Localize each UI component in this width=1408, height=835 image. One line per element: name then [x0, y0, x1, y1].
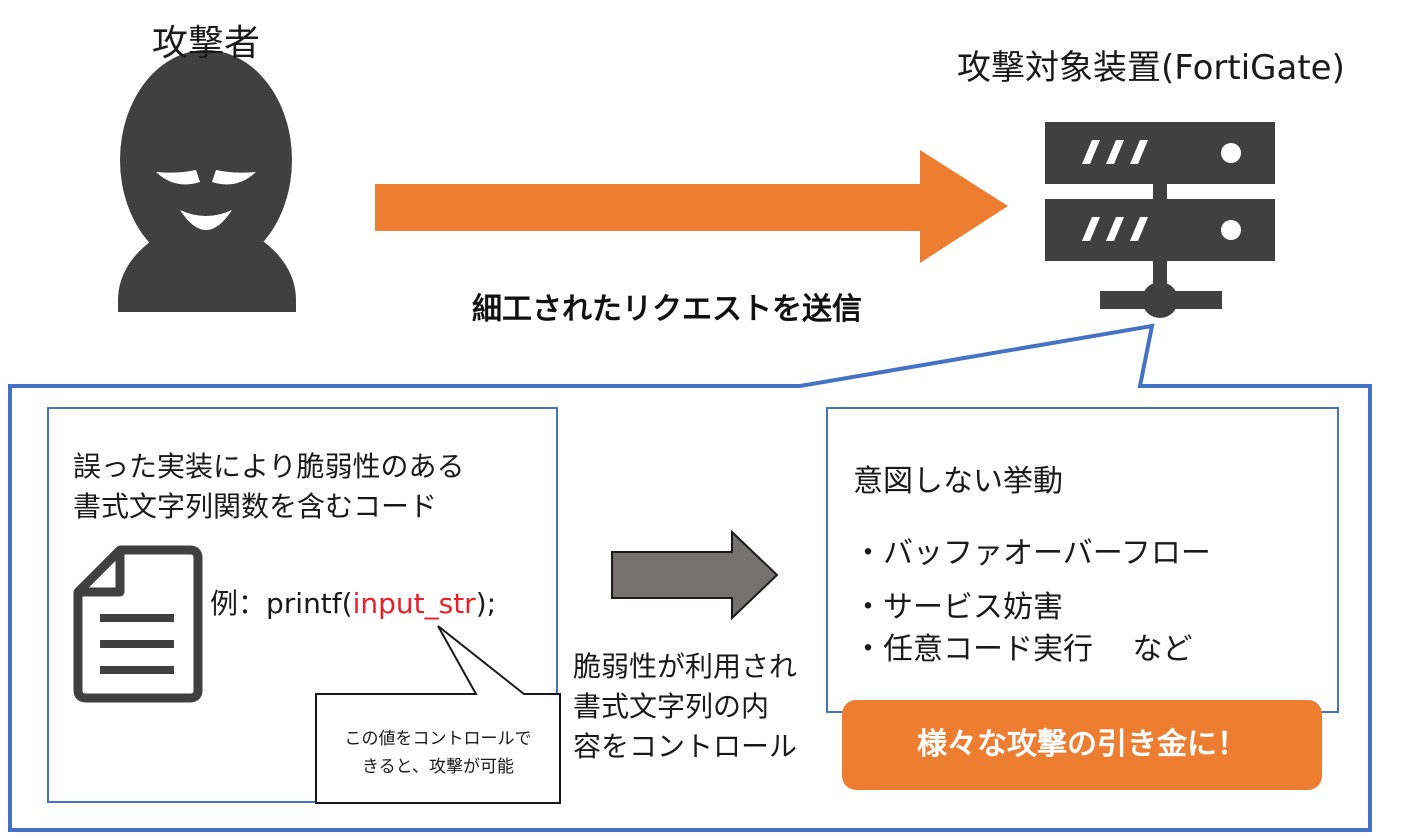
- request-label: 細工されたリクエストを送信: [472, 292, 862, 327]
- behavior-box: [826, 407, 1339, 713]
- server-top-slash-1: [1082, 140, 1100, 164]
- server-top-led: [1221, 143, 1241, 163]
- behavior-item: ・任意コード実行 など: [853, 632, 1193, 667]
- document-icon: [73, 545, 203, 703]
- attacker-label: 攻撃者: [152, 23, 261, 64]
- server-icon: [1045, 122, 1275, 318]
- trigger-label: 様々な攻撃の引き金に！: [917, 727, 1247, 762]
- target-label: 攻撃対象装置(FortiGate): [957, 48, 1345, 88]
- trigger-banner: [842, 700, 1322, 790]
- attacker-mouth: [180, 210, 232, 230]
- behavior-item: ・バッファオーバーフロー: [853, 536, 1211, 571]
- document-line-2: [100, 640, 174, 648]
- code-example: 例：printf(input_str);: [210, 582, 496, 622]
- code-description: 誤った実装により脆弱性のある 書式文字列関数を含むコード: [73, 450, 465, 523]
- request-arrow: [375, 150, 1008, 263]
- process-arrow: [611, 529, 779, 621]
- server-bottom-slash-2: [1106, 217, 1124, 241]
- masked-attacker-icon: [118, 50, 296, 312]
- document-line-3: [100, 666, 174, 674]
- callout-bubble: [315, 625, 561, 804]
- server-connector-1: [1153, 184, 1167, 199]
- attacker-right-eye: [212, 170, 256, 185]
- server-network-node: [1142, 282, 1178, 318]
- attacker-head: [120, 50, 292, 270]
- server-bottom-led: [1221, 220, 1241, 240]
- behavior-item: ・サービス妨害: [853, 590, 1063, 625]
- server-top-slash-2: [1106, 140, 1124, 164]
- middle-text: 脆弱性が利用され 書式文字列の内 容をコントロール: [573, 650, 798, 763]
- document-line-1: [100, 614, 174, 622]
- code-example-prefix: 例：printf(: [210, 587, 353, 620]
- behavior-title: 意図しない挙動: [853, 464, 1063, 499]
- callout-text: この値をコントロールで きると、攻撃が可能: [344, 729, 532, 777]
- detail-callout-frame: [8, 323, 1372, 832]
- code-example-highlight: input_str: [352, 587, 476, 620]
- server-bottom-slash-1: [1082, 217, 1100, 241]
- attacker-left-eye: [156, 170, 200, 185]
- document-outline: [73, 545, 203, 703]
- server-top-slash-3: [1130, 140, 1148, 164]
- code-example-suffix: );: [475, 587, 497, 620]
- server-bottom-slash-3: [1130, 217, 1148, 241]
- document-fold: [78, 550, 125, 597]
